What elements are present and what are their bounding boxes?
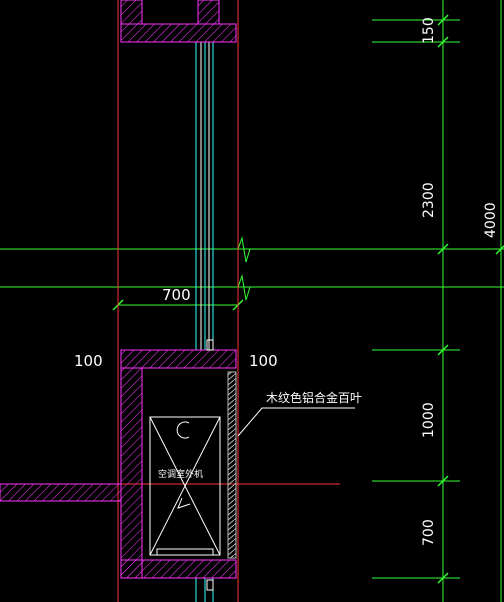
dim-text-1000: 1000	[421, 402, 437, 438]
wall-lower-bottom-slab	[120, 559, 237, 579]
wall-top-right-column	[197, 0, 220, 25]
dim-text-4000: 4000	[483, 202, 499, 238]
dim-text-700-vertical: 700	[421, 519, 437, 546]
ac-unit	[149, 416, 221, 556]
louver-panel	[227, 371, 237, 559]
break-symbol-upper	[237, 236, 251, 263]
marker-lower	[206, 579, 214, 591]
wall-top-slab	[120, 23, 237, 43]
dim-text-right-100: 100	[249, 352, 278, 370]
ac-unit-symbol	[176, 421, 190, 439]
louver-leader-line	[237, 407, 355, 437]
louver-label: 木纹色铝合金百叶	[266, 390, 362, 405]
wall-top-left-column	[120, 0, 143, 25]
dim-text-left-100: 100	[74, 352, 103, 370]
wall-lower-top-slab	[120, 349, 237, 369]
wall-left-horizontal	[0, 483, 122, 502]
marker-upper	[206, 339, 214, 351]
break-symbol-lower	[237, 274, 251, 301]
dim-text-700: 700	[162, 286, 191, 304]
dim-text-150: 150	[421, 17, 437, 44]
wall-lower-left	[120, 367, 143, 579]
ac-unit-label: 空调室外机	[158, 468, 203, 480]
dim-text-2300: 2300	[421, 182, 437, 218]
walls	[0, 0, 237, 579]
window-lines	[195, 42, 214, 602]
